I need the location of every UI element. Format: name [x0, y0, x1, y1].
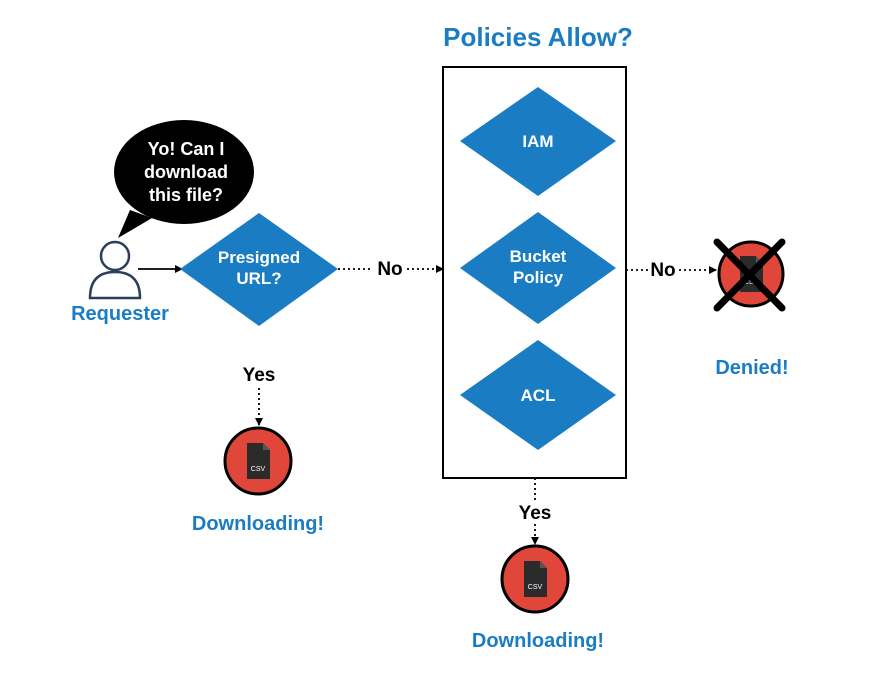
bubble-line-2: download	[144, 162, 228, 182]
yes-label-1: Yes	[243, 365, 276, 386]
bubble-line-3: this file?	[149, 185, 223, 205]
csv-text-1: CSV	[251, 466, 266, 473]
iam-label: IAM	[522, 132, 553, 151]
downloading-label-2: Downloading!	[472, 630, 604, 652]
no-label-2: No	[650, 260, 675, 281]
no-label-1: No	[377, 259, 402, 280]
bubble-line-1: Yo! Can I	[148, 139, 225, 159]
person-icon	[88, 240, 142, 300]
csv-file-icon: CSV	[223, 426, 293, 496]
bucket-policy-diamond: Bucket Policy	[460, 212, 616, 324]
iam-diamond: IAM	[460, 87, 616, 196]
csv-file-icon-2: CSV	[500, 544, 570, 614]
presigned-url-diamond: Presigned URL?	[180, 213, 338, 326]
denied-label: Denied!	[715, 357, 788, 379]
bucket-line-1: Bucket	[510, 247, 567, 266]
speech-bubble: Yo! Can I download this file?	[114, 120, 254, 238]
bucket-line-2: Policy	[513, 268, 564, 287]
yes-label-2: Yes	[519, 503, 552, 524]
acl-label: ACL	[521, 386, 556, 405]
csv-text-denied: CSV	[744, 279, 759, 286]
downloading-label-1: Downloading!	[192, 513, 324, 535]
csv-text-2: CSV	[528, 584, 543, 591]
requester-label: Requester	[71, 303, 169, 325]
policies-title: Policies Allow?	[443, 22, 633, 52]
acl-diamond: ACL	[460, 340, 616, 450]
presigned-line-2: URL?	[236, 269, 281, 288]
presigned-line-1: Presigned	[218, 248, 300, 267]
denied-x-icon	[713, 238, 786, 312]
